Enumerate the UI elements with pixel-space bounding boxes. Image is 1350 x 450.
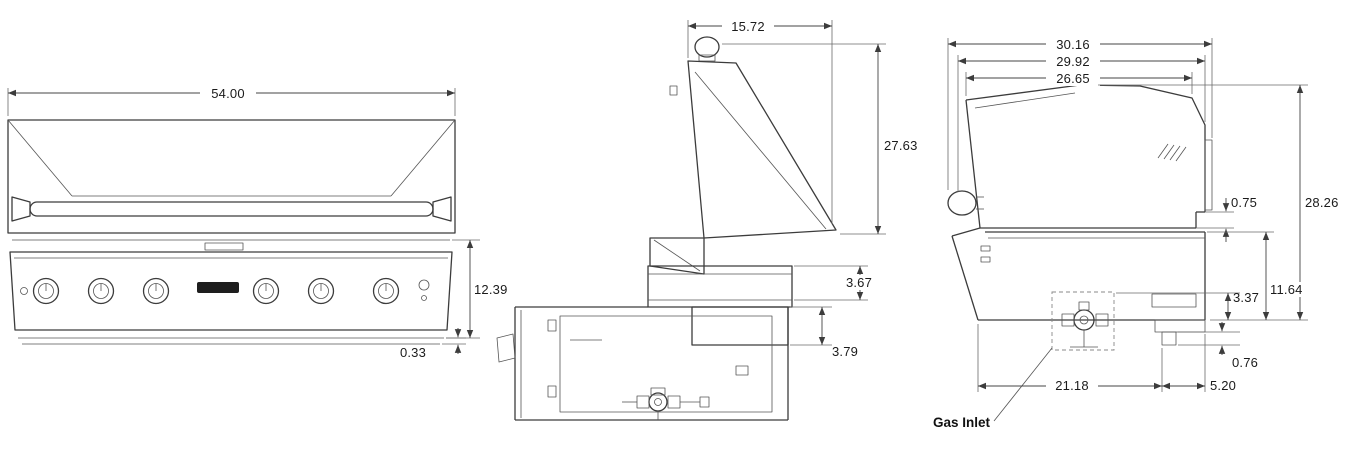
dim-hood-lip: 0.75 xyxy=(1196,195,1257,242)
hood-vent xyxy=(1157,143,1187,162)
dim-overall-height-label: 28.26 xyxy=(1305,195,1339,210)
handle-side xyxy=(947,190,984,216)
dim-panel-height-label: 12.39 xyxy=(474,282,508,297)
front-vent xyxy=(204,242,244,251)
burner-knobs xyxy=(32,277,400,305)
front-view: 54.00 12.39 0.33 xyxy=(7,85,508,360)
knob xyxy=(307,277,335,305)
dim-open-height: 27.63 xyxy=(722,43,918,235)
dim-inlet-height: 3.37 xyxy=(1116,290,1259,320)
open-hood xyxy=(669,36,837,239)
dim-overall-depth-label: 30.16 xyxy=(1056,37,1090,52)
gas-inlet-leader xyxy=(993,347,1053,422)
dim-overall-width: 54.00 xyxy=(7,85,456,116)
dim-open-height-label: 27.63 xyxy=(884,138,918,153)
dim-bottom-lip: 0.33 xyxy=(400,328,466,360)
dim-hood-lip-label: 0.75 xyxy=(1231,195,1257,210)
dim-base-step: 3.79 xyxy=(790,306,858,359)
dim-inlet-offset-label: 5.20 xyxy=(1210,378,1236,393)
gas-inlet-assembly xyxy=(1051,291,1115,351)
closed-body xyxy=(951,227,1206,346)
side-view-closed: Gas Inlet 30.16 29.92 26.65 xyxy=(933,36,1339,430)
dim-body-height: 11.64 xyxy=(1207,231,1308,320)
hinge-bracket xyxy=(649,237,705,275)
knob xyxy=(252,277,280,305)
dim-foot-height-label: 0.76 xyxy=(1232,355,1258,370)
dim-base-depth-label: 21.18 xyxy=(1055,378,1089,393)
dim-bottom-lip-label: 0.33 xyxy=(400,345,426,360)
gas-inlet-label: Gas Inlet xyxy=(933,415,991,430)
rear-shield xyxy=(1204,139,1213,211)
dim-overall-depth: 30.16 xyxy=(947,36,1213,190)
gas-regulator xyxy=(622,387,710,420)
front-hood xyxy=(7,119,456,234)
dim-hood-depth-open: 15.72 xyxy=(687,18,833,224)
dim-mid-depth: 29.92 xyxy=(957,53,1206,192)
brand-badge xyxy=(197,282,239,293)
dim-mid-depth-label: 29.92 xyxy=(1056,54,1090,69)
dim-hood-depth-closed: 26.65 xyxy=(965,70,1193,96)
dim-hood-depth-closed-label: 26.65 xyxy=(1056,71,1090,86)
dim-panel-height: 12.39 xyxy=(446,239,508,339)
knob xyxy=(87,277,115,305)
dim-firebox-front-label: 3.67 xyxy=(846,275,872,290)
dim-inlet-height-label: 3.37 xyxy=(1233,290,1259,305)
dim-overall-height: 28.26 xyxy=(1098,84,1339,321)
dim-foot-height: 0.76 xyxy=(1178,322,1258,370)
foot xyxy=(1161,331,1177,346)
panel-screw xyxy=(421,295,427,301)
closed-hood xyxy=(947,84,1213,229)
panel-screw xyxy=(20,287,28,295)
front-control-panel xyxy=(9,251,453,331)
dim-base-step-label: 3.79 xyxy=(832,344,858,359)
cart xyxy=(496,306,789,421)
dim-body-height-label: 11.64 xyxy=(1270,282,1303,297)
firebox xyxy=(647,265,793,346)
dim-base-depth: 21.18 xyxy=(977,324,1162,393)
igniter-button xyxy=(418,279,430,291)
side-view-open: 15.72 27.63 3.67 3.79 xyxy=(496,18,918,421)
knob xyxy=(32,277,60,305)
dim-inlet-offset: 5.20 xyxy=(1161,334,1236,393)
dim-firebox-front: 3.67 xyxy=(794,265,880,301)
front-handle xyxy=(11,196,452,222)
dim-overall-width-label: 54.00 xyxy=(211,86,245,101)
knob xyxy=(142,277,170,305)
knob xyxy=(372,277,400,305)
base-lip xyxy=(1154,319,1206,333)
dim-hood-depth-open-label: 15.72 xyxy=(731,19,765,34)
